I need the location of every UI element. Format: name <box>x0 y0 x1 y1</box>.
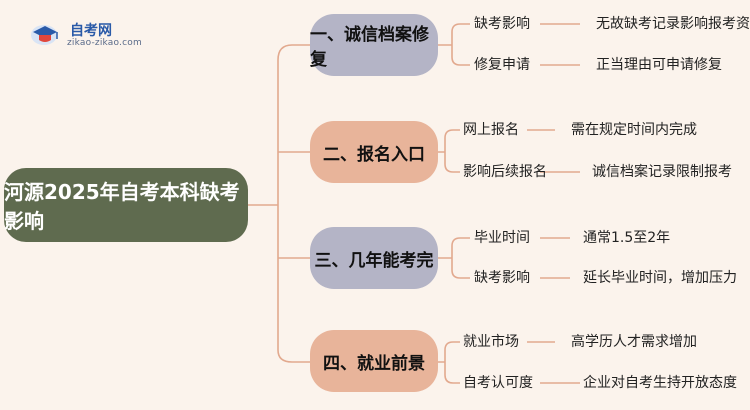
detail-2-1: 需在规定时间内完成 <box>571 122 697 138</box>
branch4-connector <box>438 341 460 384</box>
topic-4-1: 就业市场 <box>463 334 519 350</box>
logo-title: 自考网 <box>70 23 112 39</box>
detail-1-2: 正当理由可申请修复 <box>596 57 722 73</box>
branch1-dashes <box>540 23 580 66</box>
detail-3-2: 延长毕业时间，增加压力 <box>583 270 737 286</box>
topic-3-2: 缺考影响 <box>474 270 530 286</box>
topic-2-1: 网上报名 <box>463 122 519 138</box>
topic-4-2: 自考认可度 <box>463 375 533 391</box>
branch-node-1: 一、诚信档案修复 <box>310 14 438 76</box>
topic-1-1: 缺考影响 <box>474 16 530 32</box>
topic-1-2: 修复申请 <box>474 57 530 73</box>
detail-4-1: 高学历人才需求增加 <box>571 334 697 350</box>
branch3-connector <box>438 237 470 279</box>
branch1-connector <box>438 23 470 66</box>
root-node: 河源2025年自考本科缺考影响 <box>4 168 248 242</box>
detail-2-2: 诚信档案记录限制报考 <box>592 164 732 180</box>
logo-subtitle: zikao-zikao.com <box>67 38 142 48</box>
branch2-dashes <box>527 129 580 173</box>
detail-3-1: 通常1.5至2年 <box>583 230 671 246</box>
branch-node-4: 四、就业前景 <box>310 330 438 392</box>
topic-3-1: 毕业时间 <box>474 230 530 246</box>
trunk-connector <box>277 44 310 363</box>
branch4-dashes <box>527 341 580 384</box>
branch-node-3: 三、几年能考完 <box>310 227 438 289</box>
branch-node-2: 二、报名入口 <box>310 121 438 183</box>
branch3-dashes <box>540 237 570 279</box>
detail-1-1: 无故缺考记录影响报考资格 <box>596 16 750 32</box>
site-logo[interactable]: 自考网 zikao-zikao.com <box>30 18 170 52</box>
branch2-connector <box>438 129 460 173</box>
detail-4-2: 企业对自考生持开放态度 <box>583 375 737 391</box>
topic-2-2: 影响后续报名 <box>463 164 547 180</box>
graduation-cap-icon <box>31 25 58 45</box>
